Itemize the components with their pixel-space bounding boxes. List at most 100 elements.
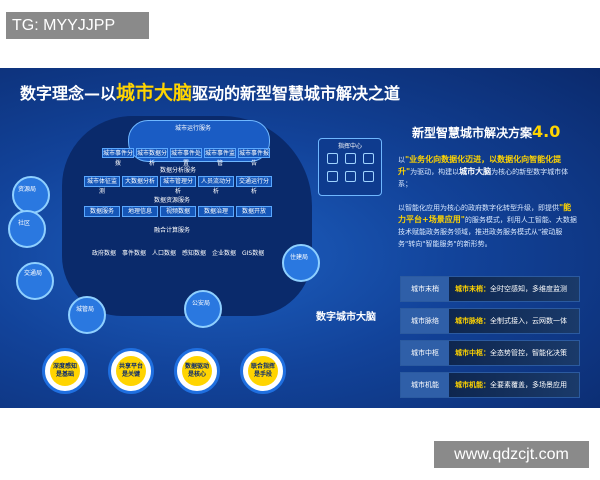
ops-item: 城市事件分拨	[102, 148, 134, 167]
principle-text: 联合指挥是手段	[248, 356, 278, 386]
capability-tag: 城市机能	[401, 373, 449, 397]
infographic-panel: 数字理念—以城市大脑驱动的新型智慧城市解决之道 城市运行服务 城市事件分拨 城市…	[0, 68, 600, 408]
page-title: 数字理念—以城市大脑驱动的新型智慧城市解决之道	[20, 78, 400, 105]
solution-paragraph-2: 以智能化应用为核心的政府数字化转型升级，即提供"能力平台+场景应用"的服务模式，…	[398, 202, 578, 250]
para2-part: 的服务模式，利用人工智能、大数据技术赋能政务服务领域，推进政务服务模式从"被动服…	[398, 216, 577, 248]
principle-line: 是基础	[55, 371, 74, 378]
ops-label: 城市运行服务	[175, 125, 212, 132]
para2-highlight: "能力平台+场景应用"	[398, 203, 572, 224]
solution-version: 4.0	[532, 122, 561, 141]
fusion-item: GIS数据	[242, 250, 265, 257]
principle-text: 数据驱动是核心	[182, 356, 212, 386]
para1-part: 以	[398, 156, 405, 164]
settings-icon	[363, 171, 374, 182]
screen-icon	[327, 153, 338, 164]
fusion-item: 事件数据	[122, 250, 147, 257]
principle-circle: 联合指挥是手段	[240, 348, 286, 394]
fusion-label: 融合计算服务	[154, 227, 191, 234]
analysis-item: 城市管理分析	[160, 176, 196, 195]
para1-part: 为核心的新型数字城市体系；	[398, 168, 569, 188]
capability-key: 城市机能：	[455, 381, 490, 389]
analysis-item: 交通运行分析	[236, 176, 272, 195]
capability-text: 城市机能：全要素覆盖，多场景应用	[455, 373, 567, 397]
analysis-item: 大数据分析	[122, 176, 158, 187]
node-circle	[68, 296, 106, 334]
fusion-item: 政府数据	[92, 250, 117, 257]
title-highlight: 城市大脑	[116, 82, 193, 104]
watermark-top: TG: MYYJJPP	[6, 12, 149, 39]
principle-line: 是手段	[253, 371, 272, 378]
principle-circle: 数据驱动是核心	[174, 348, 220, 394]
principle-circle: 共享平台是关键	[108, 348, 154, 394]
solution-heading-text: 新型智慧城市解决方案	[412, 126, 533, 140]
resource-item: 数据治理	[198, 206, 234, 217]
command-label: 指挥中心	[337, 143, 362, 150]
capability-desc: 全要素覆盖，多场景应用	[490, 381, 567, 389]
fusion-item: 企业数据	[212, 250, 237, 257]
capability-text: 城市中枢：全态势管控，智能化决策	[455, 341, 567, 365]
principle-line: 数据驱动	[184, 363, 209, 370]
title-suffix: 驱动的新型智慧城市解决之道	[192, 84, 401, 103]
para1-highlight: "业务化向数据化迈进，以数据化向智能化提升"	[398, 155, 562, 176]
node-label: 住建局	[290, 254, 309, 261]
node-label: 社区	[18, 220, 31, 227]
resource-label: 数据资源服务	[154, 197, 191, 204]
node-circle	[16, 262, 54, 300]
node-label: 公安局	[192, 300, 211, 307]
users-icon	[345, 171, 356, 182]
analysis-item: 人员流动分析	[198, 176, 234, 195]
capability-key: 城市末梢：	[455, 285, 490, 293]
node-circle	[282, 244, 320, 282]
principle-circle: 深度感知是基础	[42, 348, 88, 394]
solution-heading: 新型智慧城市解决方案4.0	[412, 122, 560, 141]
node-circle	[184, 290, 222, 328]
solution-paragraph-1: 以"业务化向数据化迈进，以数据化向智能化提升"为驱动，构建以城市大脑为核心的新型…	[398, 154, 578, 190]
capability-text: 城市脉络：全制式接入，云网数一体	[455, 309, 567, 333]
para1-part: 为驱动，构建以	[410, 168, 460, 176]
principle-line: 共享平台	[118, 363, 143, 370]
analysis-label: 数据分析服务	[160, 167, 197, 174]
title-prefix: 数字理念—以	[20, 84, 117, 103]
capability-bar: 城市机能 城市机能：全要素覆盖，多场景应用	[400, 372, 580, 398]
analysis-item: 城市体征监测	[84, 176, 120, 195]
chart-icon	[345, 153, 356, 164]
capability-desc: 全时空感知，多维度监测	[490, 285, 567, 293]
resource-item: 视频数据	[160, 206, 196, 217]
watermark-bottom: www.qdzcjt.com	[434, 441, 589, 468]
ops-item: 城市事件报告	[238, 148, 270, 167]
principle-line: 深度感知	[52, 363, 77, 370]
resource-item: 数据服务	[84, 206, 120, 217]
capability-bar: 城市末梢 城市末梢：全时空感知，多维度监测	[400, 276, 580, 302]
resource-item: 数据开放	[236, 206, 272, 217]
ops-item: 城市数据分析	[136, 148, 168, 167]
capability-tag: 城市脉络	[401, 309, 449, 333]
ops-item: 城市事件处置	[170, 148, 202, 167]
capability-bar: 城市中枢 城市中枢：全态势管控，智能化决策	[400, 340, 580, 366]
capability-key: 城市中枢：	[455, 349, 490, 357]
capability-text: 城市末梢：全时空感知，多维度监测	[455, 277, 567, 301]
node-circle	[8, 210, 46, 248]
node-circle	[12, 176, 50, 214]
node-label: 城管局	[76, 306, 95, 313]
node-label: 资源局	[18, 186, 37, 193]
capability-desc: 全制式接入，云网数一体	[490, 317, 567, 325]
fusion-item: 感知数据	[182, 250, 207, 257]
para1-keyword: 城市大脑	[459, 167, 492, 176]
resource-item: 地理信息	[122, 206, 158, 217]
principle-text: 深度感知是基础	[50, 356, 80, 386]
clock-icon	[327, 171, 338, 182]
fusion-item: 人口数据	[152, 250, 177, 257]
capability-desc: 全态势管控，智能化决策	[490, 349, 567, 357]
command-center: 指挥中心	[318, 138, 382, 196]
para2-part: 以智能化应用为核心的政府数字化转型升级，即提供	[398, 204, 559, 212]
principle-line: 联合指挥	[250, 363, 275, 370]
node-label: 交通局	[24, 270, 43, 277]
capability-key: 城市脉络：	[455, 317, 490, 325]
ops-item: 城市事件监管	[204, 148, 236, 167]
capability-tag: 城市中枢	[401, 341, 449, 365]
principle-line: 是核心	[187, 371, 206, 378]
principle-line: 是关键	[121, 371, 140, 378]
capability-tag: 城市末梢	[401, 277, 449, 301]
camera-icon	[363, 153, 374, 164]
digital-brain-label: 数字城市大脑	[316, 312, 376, 323]
